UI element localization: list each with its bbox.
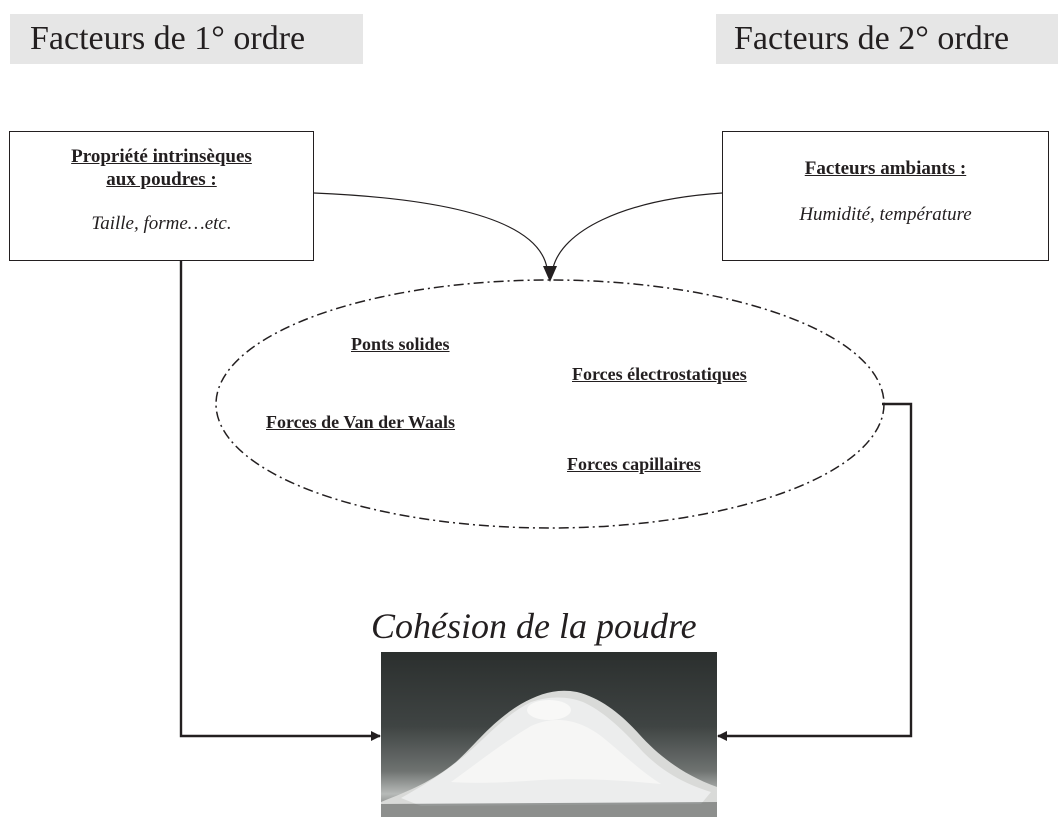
- connector-left-to-powder: [179, 261, 381, 741]
- forces-ellipse: [215, 279, 885, 529]
- force-van-der-waals: Forces de Van der Waals: [266, 412, 456, 432]
- cohesion-caption: Cohésion de la poudre: [371, 606, 697, 646]
- powder-pile-photo: [381, 652, 717, 817]
- curve-right-to-ellipse: [552, 192, 723, 269]
- arrow-into-ellipse: [543, 266, 557, 282]
- ambient-factors-detail: Humidité, température: [799, 204, 972, 225]
- header-second-order-label: Facteurs de 2° ordre: [734, 20, 1010, 57]
- header-second-order: Facteurs de 2° ordre: [716, 14, 1058, 64]
- force-capillary: Forces capillaires: [567, 454, 701, 474]
- box-intrinsic-properties: Propriété intrinsèques aux poudres : Tai…: [9, 131, 314, 261]
- ambient-factors-title: Facteurs ambiants :: [804, 158, 967, 179]
- force-solid-bridges: Ponts solides: [351, 334, 450, 354]
- header-first-order: Facteurs de 1° ordre: [10, 14, 363, 64]
- box-ambient-factors: Facteurs ambiants : Humidité, températur…: [722, 131, 1049, 261]
- force-electrostatic: Forces électrostatiques: [572, 364, 747, 384]
- intrinsic-properties-detail: Taille, forme…etc.: [91, 213, 232, 234]
- connector-ellipse-to-powder: [717, 402, 913, 741]
- intrinsic-properties-title-line2: aux poudres :: [106, 169, 217, 190]
- header-first-order-label: Facteurs de 1° ordre: [30, 20, 306, 57]
- intrinsic-properties-title-line1: Propriété intrinsèques: [71, 146, 252, 167]
- curve-left-to-ellipse: [313, 192, 548, 269]
